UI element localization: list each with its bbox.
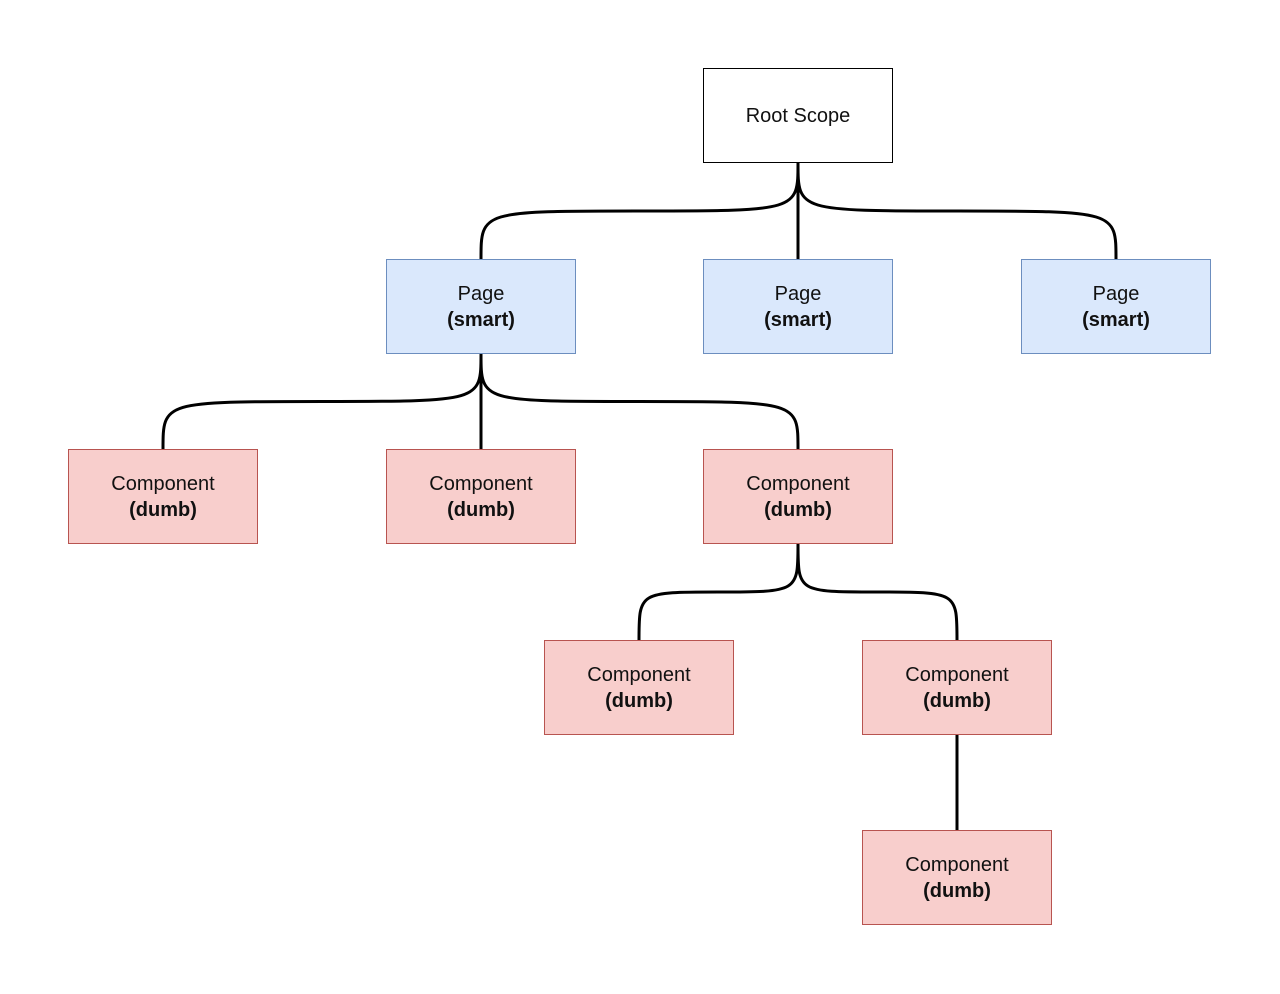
node-type-label: (dumb) [447, 498, 515, 521]
node-label: Root Scope [745, 104, 851, 127]
edge-root-to-page3 [796, 162, 1118, 260]
root-scope-node: Root Scope [703, 68, 893, 163]
node-label: Component [905, 663, 1009, 686]
node-label: Component [111, 472, 215, 495]
page-node-smart-2: Page (smart) [703, 259, 893, 354]
node-label: Page [1092, 282, 1140, 305]
node-type-label: (dumb) [923, 689, 991, 712]
page-node-smart-1: Page (smart) [386, 259, 576, 354]
node-label: Page [457, 282, 505, 305]
node-type-label: (dumb) [923, 879, 991, 902]
node-label: Page [774, 282, 822, 305]
node-label: Component [587, 663, 691, 686]
node-type-label: (dumb) [129, 498, 197, 521]
component-node-dumb-4: Component (dumb) [544, 640, 734, 735]
component-node-dumb-1: Component (dumb) [68, 449, 258, 544]
node-type-label: (smart) [1082, 308, 1150, 331]
component-node-dumb-6: Component (dumb) [862, 830, 1052, 925]
edge-page1-to-comp1 [161, 353, 483, 450]
edge-page1-to-comp3 [479, 353, 800, 450]
node-type-label: (dumb) [764, 498, 832, 521]
edge-root-to-page1 [479, 162, 800, 260]
node-label: Component [746, 472, 850, 495]
page-node-smart-3: Page (smart) [1021, 259, 1211, 354]
edge-comp3-to-comp4 [637, 543, 800, 641]
component-node-dumb-2: Component (dumb) [386, 449, 576, 544]
edge-comp3-to-comp5 [796, 543, 959, 641]
node-label: Component [905, 853, 1009, 876]
node-label: Component [429, 472, 533, 495]
component-node-dumb-3: Component (dumb) [703, 449, 893, 544]
node-type-label: (smart) [764, 308, 832, 331]
component-node-dumb-5: Component (dumb) [862, 640, 1052, 735]
node-type-label: (dumb) [605, 689, 673, 712]
node-type-label: (smart) [447, 308, 515, 331]
